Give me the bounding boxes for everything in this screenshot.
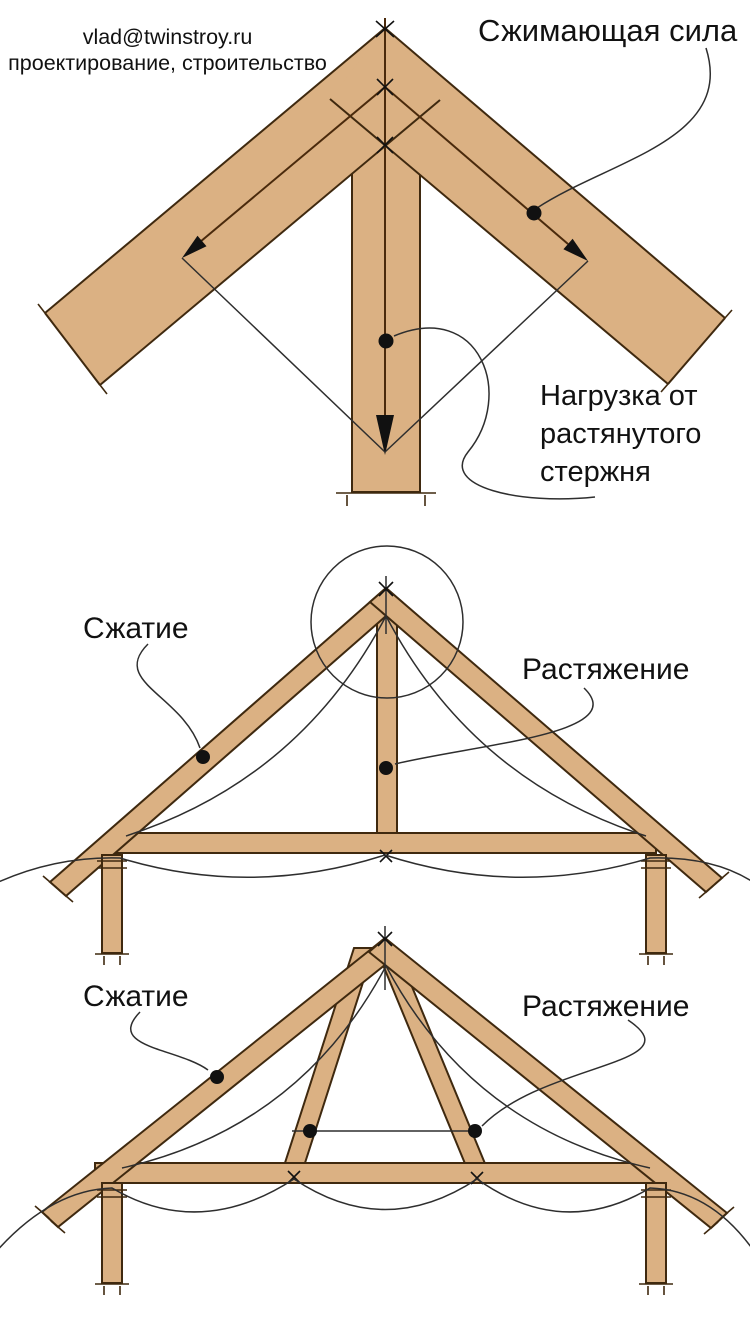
compression-dot: [210, 1070, 224, 1084]
branding-block: vlad@twinstroy.ru проектирование, строит…: [0, 24, 335, 76]
rafter-end-ticks: [37, 303, 733, 395]
tie-beam: [94, 1162, 656, 1184]
right-rafter-outer-edge: [384, 27, 726, 319]
tension-festoon-curve: [0, 854, 750, 883]
left-wall-post: [101, 854, 123, 954]
compressive-force-label: Сжимающая сила: [478, 13, 738, 48]
post-marks: [95, 1189, 673, 1295]
right-strut-dot: [468, 1124, 482, 1138]
tagline-text: проектирование, строительство: [8, 51, 327, 75]
right-arrowhead-icon: [563, 238, 588, 261]
strut-truss-diagram: [0, 926, 750, 1295]
apex-x-tick: [378, 581, 394, 597]
king-post-bottom-cut: [336, 492, 436, 506]
right-rafter-cut-edge: [667, 317, 726, 385]
parallelogram-left-line: [181, 257, 386, 453]
apex-detail-circle: [310, 545, 464, 699]
tension-label-middle: Растяжение: [522, 653, 690, 686]
left-rafter-outer-edge: [44, 27, 386, 314]
parallelogram-right-line: [384, 260, 589, 453]
compressive-force-dot: [526, 205, 542, 221]
king-post: [376, 597, 398, 836]
left-compression-line: [199, 86, 386, 243]
right-wall-post: [645, 1182, 667, 1284]
down-arrowhead-icon: [376, 415, 394, 455]
compression-leader: [130, 1011, 209, 1071]
ridge-force-diagram: [37, 18, 733, 506]
left-flow-curve: [125, 615, 387, 837]
king-post-truss-diagram: [0, 545, 750, 965]
tension-festoon-curve: [0, 1178, 750, 1249]
joint-x-ticks: [375, 20, 395, 154]
left-strut-dot: [303, 1124, 317, 1138]
email-text: vlad@twinstroy.ru: [82, 25, 253, 49]
right-rafter: [367, 936, 729, 1230]
tension-dot: [379, 761, 393, 775]
ridge-right-rafter: [330, 28, 725, 384]
compression-dot: [196, 750, 210, 764]
rafter-end-ticks: [42, 871, 730, 903]
right-flow-curve: [385, 615, 647, 837]
apex-x-tick: [377, 931, 393, 947]
left-arrowhead-icon: [182, 235, 207, 258]
tension-label-bottom: Растяжение: [522, 990, 690, 1023]
left-rafter-cut-edge: [44, 312, 101, 386]
compressive-force-leader: [536, 47, 711, 209]
left-wall-post: [101, 1182, 123, 1284]
post-marks: [95, 860, 673, 965]
rod-load-dot: [378, 333, 394, 349]
compression-label-bottom: Сжатие: [83, 980, 189, 1013]
tension-rod-load-label: Нагрузка от растянутого стержня: [540, 380, 702, 488]
tie-beam: [107, 832, 657, 854]
compression-label-middle: Сжатие: [83, 612, 189, 645]
right-wall-post: [645, 854, 667, 954]
right-flow-curve: [385, 965, 651, 1169]
rod-load-leader: [393, 327, 596, 500]
compression-leader: [136, 643, 201, 749]
tension-leader: [394, 687, 594, 765]
left-flow-curve: [121, 965, 387, 1169]
tension-leader: [481, 1019, 646, 1127]
